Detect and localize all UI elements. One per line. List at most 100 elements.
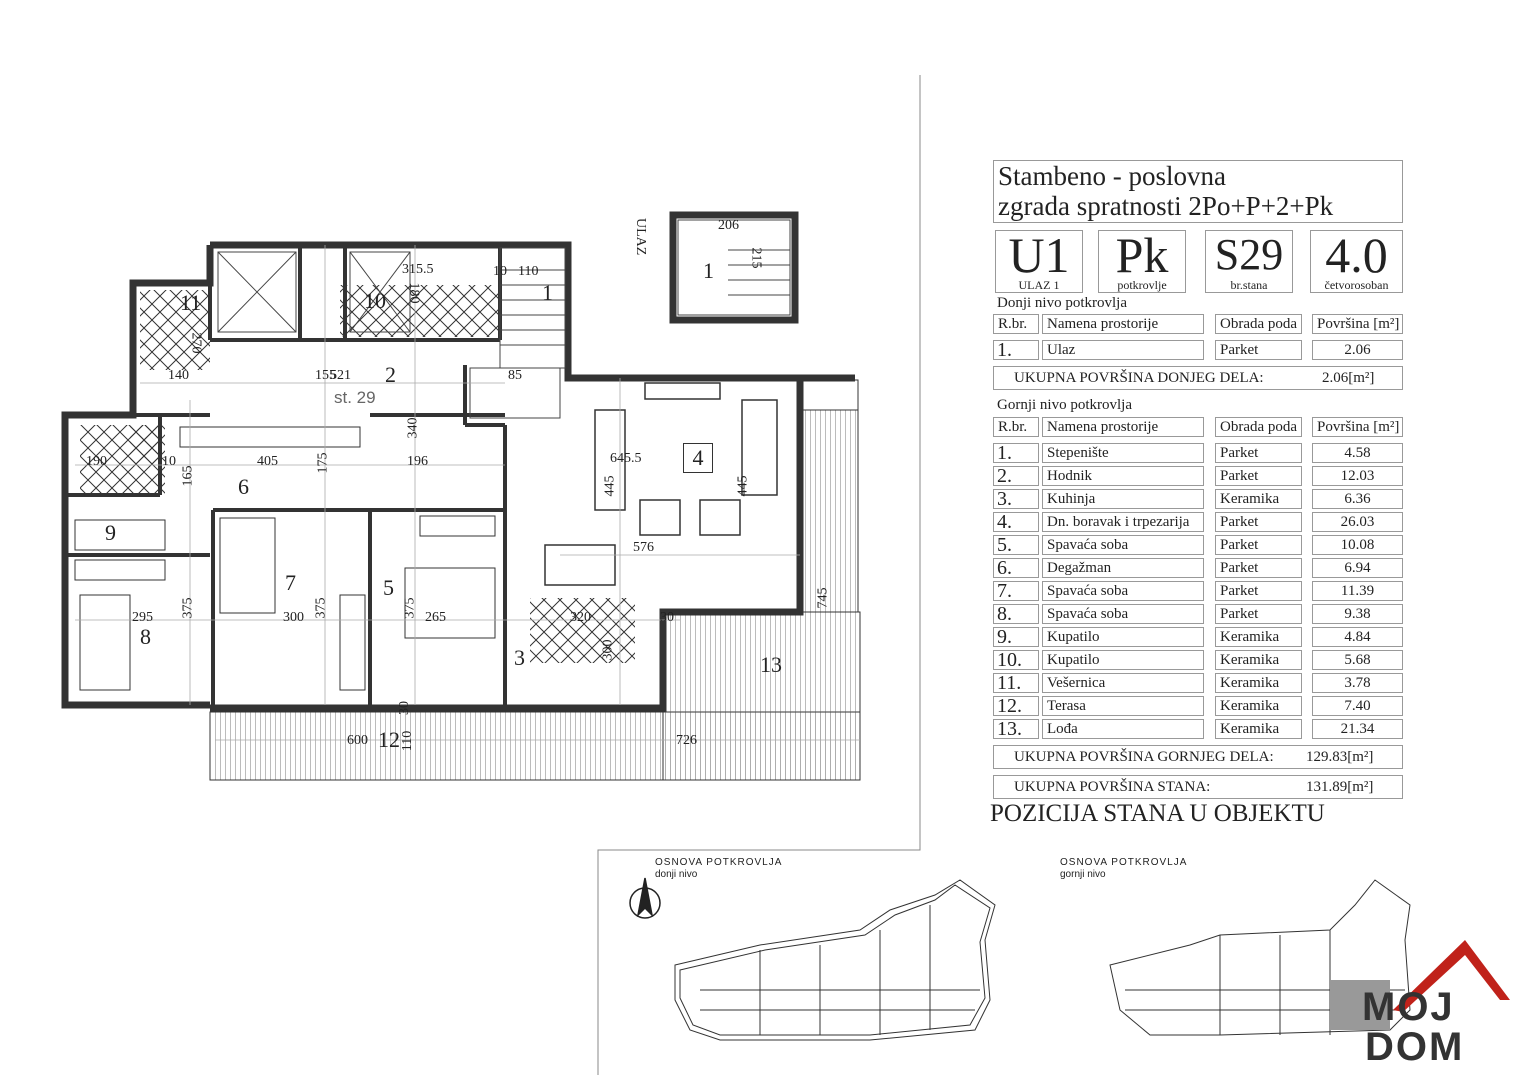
upper-total-row: UKUPNA POVRŠINA GORNJEG DELA: 129.83[m²] [993,745,1403,769]
table-cell-floor: Keramika [1215,489,1302,509]
table-cell-name: Spavaća soba [1042,604,1204,624]
table-cell-area: 6.36 [1312,489,1403,509]
table-header-cell: Obrada poda [1215,314,1302,334]
stairs [469,219,791,419]
title-line-1: Stambeno - poslovna [998,161,1226,191]
table-cell-name: Lođa [1042,719,1204,739]
table-cell-floor: Parket [1215,558,1302,578]
logo-roof-icon [1393,940,1510,1012]
table-header-cell: Površina [m²] [1312,417,1403,437]
table-cell-area: 4.58 [1312,443,1403,463]
site-plan-left [674,879,996,1041]
table-cell-name: Degažman [1042,558,1204,578]
table-cell-name: Dn. boravak i trpezarija [1042,512,1204,532]
table-cell-floor: Keramika [1215,673,1302,693]
upper-total-value: 129.83[m²] [1306,749,1374,765]
table-cell-area: 2.06 [1312,340,1403,360]
building-title: Stambeno - poslovna zgrada spratnosti 2P… [993,160,1403,223]
table-cell-area: 11.39 [1312,581,1403,601]
table-cell-name: Hodnik [1042,466,1204,486]
table-cell-no: 12. [993,696,1039,716]
table-cell-name: Terasa [1042,696,1204,716]
table-cell-area: 10.08 [1312,535,1403,555]
table-header-cell: Obrada poda [1215,417,1302,437]
plan-left-title: OSNOVA POTKROVLJA [655,857,783,868]
table-cell-area: 9.38 [1312,604,1403,624]
furniture [544,382,778,586]
plan-left-sub: donji nivo [655,869,698,880]
table-cell-no: 10. [993,650,1039,670]
table-cell-area: 4.84 [1312,627,1403,647]
code-value: U1 [1008,227,1070,283]
table-cell-area: 5.68 [1312,650,1403,670]
apartment-total-label: UKUPNA POVRŠINA STANA: [1014,779,1211,795]
table-cell-area: 3.78 [1312,673,1403,693]
table-cell-floor: Keramika [1215,650,1302,670]
apartment-total-value: 131.89[m²] [1306,779,1374,795]
table-cell-floor: Parket [1215,604,1302,624]
code-value: 4.0 [1325,227,1388,283]
code-sub: četvorosoban [1324,278,1389,292]
lower-total-row: UKUPNA POVRŠINA DONJEG DELA: 2.06[m²] [993,366,1403,390]
code-apartment: S29 br.stana [1205,230,1293,293]
table-header-cell: Površina [m²] [1312,314,1403,334]
table-cell-name: Stepenište [1042,443,1204,463]
table-cell-no: 3. [993,489,1039,509]
table-cell-name: Kupatilo [1042,627,1204,647]
loggia-13 [662,611,861,781]
table-cell-area: 12.03 [1312,466,1403,486]
table-cell-floor: Parket [1215,443,1302,463]
table-cell-no: 11. [993,673,1039,693]
code-floor: Pk potkrovlje [1098,230,1186,293]
table-header-cell: Namena prostorije [1042,314,1204,334]
apartment-total-row: UKUPNA POVRŠINA STANA: 131.89[m²] [993,775,1403,799]
north-arrow-icon [629,877,661,919]
table-cell-name: Vešernica [1042,673,1204,693]
table-cell-floor: Parket [1215,535,1302,555]
logo-text-line2: DOM [1365,1025,1465,1069]
table-cell-no: 9. [993,627,1039,647]
code-entrance: U1 ULAZ 1 [995,230,1083,293]
table-cell-name: Spavaća soba [1042,535,1204,555]
code-sub: ULAZ 1 [1018,278,1060,292]
table-cell-no: 13. [993,719,1039,739]
table-cell-floor: Parket [1215,466,1302,486]
table-cell-no: 8. [993,604,1039,624]
table-cell-no: 1. [993,340,1039,360]
table-cell-floor: Parket [1215,340,1302,360]
table-cell-no: 2. [993,466,1039,486]
table-cell-name: Kupatilo [1042,650,1204,670]
lower-total-value: 2.06[m²] [1322,370,1375,386]
table-header-cell: R.br. [993,417,1039,437]
code-structure: 4.0 četvorosoban [1310,230,1403,293]
table-cell-area: 21.34 [1312,719,1403,739]
code-value: Pk [1115,227,1169,283]
table-cell-floor: Keramika [1215,627,1302,647]
lower-level-title: Donji nivo potkrovlja [997,295,1127,311]
position-title: POZICIJA STANA U OBJEKTU [990,800,1325,827]
table-header-cell: Namena prostorije [1042,417,1204,437]
table-cell-floor: Keramika [1215,696,1302,716]
title-line-2: zgrada spratnosti 2Po+P+2+Pk [998,191,1334,221]
code-sub: potkrovlje [1117,278,1167,292]
site-boundary [597,75,921,1075]
code-sub: br.stana [1230,278,1268,292]
table-cell-name: Spavaća soba [1042,581,1204,601]
table-cell-no: 7. [993,581,1039,601]
plan-right-sub: gornji nivo [1060,869,1106,880]
table-cell-area: 6.94 [1312,558,1403,578]
table-cell-floor: Keramika [1215,719,1302,739]
table-cell-no: 4. [993,512,1039,532]
table-cell-area: 26.03 [1312,512,1403,532]
table-cell-name: Ulaz [1042,340,1204,360]
table-header-cell: R.br. [993,314,1039,334]
lower-total-label: UKUPNA POVRŠINA DONJEG DELA: [1014,370,1264,386]
table-cell-no: 1. [993,443,1039,463]
upper-level-title: Gornji nivo potkrovlja [997,397,1132,413]
table-cell-area: 7.40 [1312,696,1403,716]
site-plan-right [1109,879,1411,1036]
table-cell-floor: Parket [1215,581,1302,601]
upper-total-label: UKUPNA POVRŠINA GORNJEG DELA: [1014,749,1274,765]
logo-text-line1: MOJ [1362,985,1455,1029]
table-cell-no: 6. [993,558,1039,578]
